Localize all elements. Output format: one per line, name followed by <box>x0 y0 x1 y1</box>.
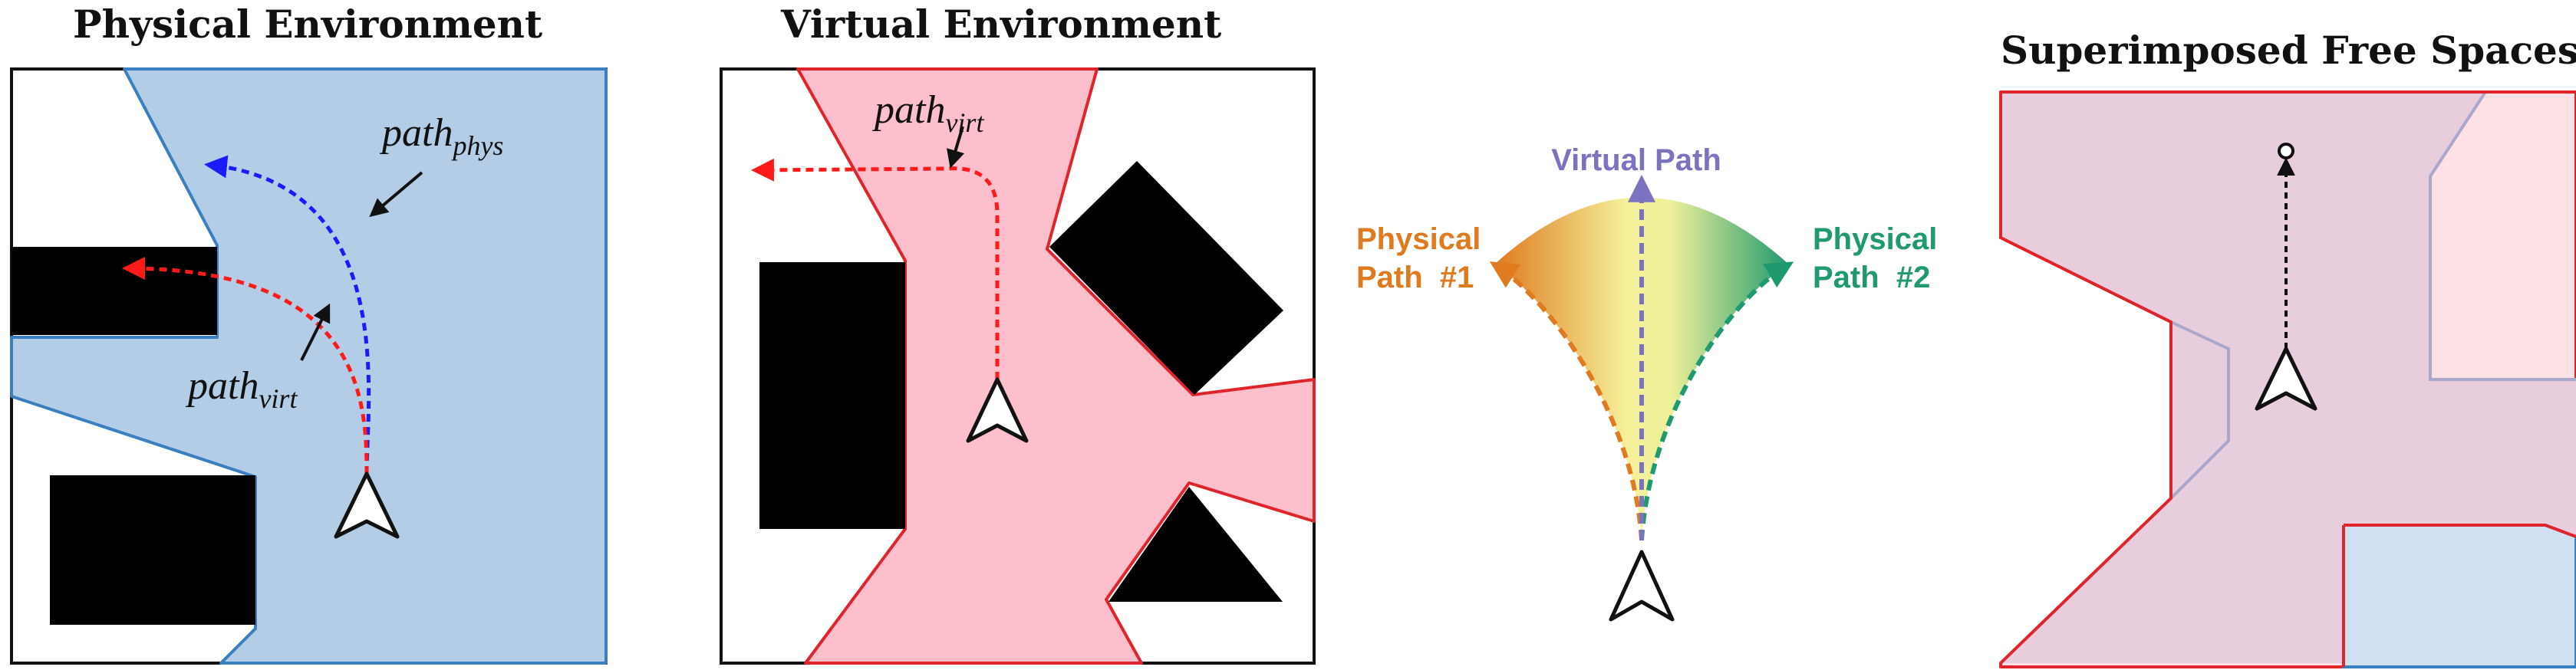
path-virt-label-virtual: path <box>871 88 945 132</box>
path-virt-pointer-virtual <box>947 126 965 169</box>
svg-text:pathvirt: pathvirt <box>871 88 984 138</box>
path-phys-subscript: phys <box>450 130 503 161</box>
path-phys-label: path <box>379 111 453 155</box>
physical-path-1-label-line1: Physical <box>1356 222 1481 256</box>
physical-path-1-line <box>1489 261 1644 541</box>
physical-environment-panel: pathphys pathvirt <box>10 67 608 665</box>
virtual-environment-title: Virtual Environment <box>781 2 1222 47</box>
overlap-border-left <box>2169 320 2230 500</box>
path-virt-label-physical: path <box>185 364 259 408</box>
virtual-path-label: Virtual Path <box>1551 143 1721 177</box>
overlap-border-right <box>2429 90 2576 381</box>
virtual-environment-panel: pathvirt <box>720 67 1316 665</box>
path-virt-subscript-physical: virt <box>259 383 298 414</box>
physical-obstacle-top <box>12 247 217 335</box>
superimposed-free-spaces-panel <box>1999 90 2576 668</box>
svg-text:pathphys: pathphys <box>379 111 503 161</box>
user-avatar-arrow-superimposed <box>2255 346 2317 411</box>
superimposed-physical-only <box>2342 524 2576 668</box>
physical-environment-title: Physical Environment <box>73 2 543 47</box>
svg-text:pathvirt: pathvirt <box>185 364 298 414</box>
physical-path-2-label-line1: Physical <box>1813 222 1937 256</box>
virtual-obstacle-left <box>759 262 905 529</box>
path-virt-pointer-physical <box>300 303 331 361</box>
physical-path-2-line <box>1639 261 1794 541</box>
path-phys-pointer <box>369 171 423 218</box>
user-avatar-arrow-physical <box>334 471 400 539</box>
superimposed-free-spaces-title: Superimposed Free Spaces <box>2001 28 2576 73</box>
virtual-obstacle-diamond <box>1049 161 1283 395</box>
goal-marker <box>2278 143 2294 159</box>
physical-path-2-label-line2: Path #2 <box>1813 261 1930 294</box>
path-virt-subscript-virtual: virt <box>945 107 984 138</box>
user-avatar-arrow-paths <box>1609 550 1675 622</box>
path-alternatives-panel: Virtual Path Physical Path #1 Physical P… <box>1356 143 1937 622</box>
user-avatar-arrow-virtual <box>966 377 1029 443</box>
virtual-obstacle-triangle <box>1108 487 1283 602</box>
virtual-path-curve-physical <box>122 257 369 475</box>
virtual-path-curve <box>751 158 1000 379</box>
physical-path-1-label-line2: Path #1 <box>1356 261 1474 294</box>
physical-path-curve <box>204 155 371 475</box>
physical-obstacle-bottom <box>50 475 255 625</box>
